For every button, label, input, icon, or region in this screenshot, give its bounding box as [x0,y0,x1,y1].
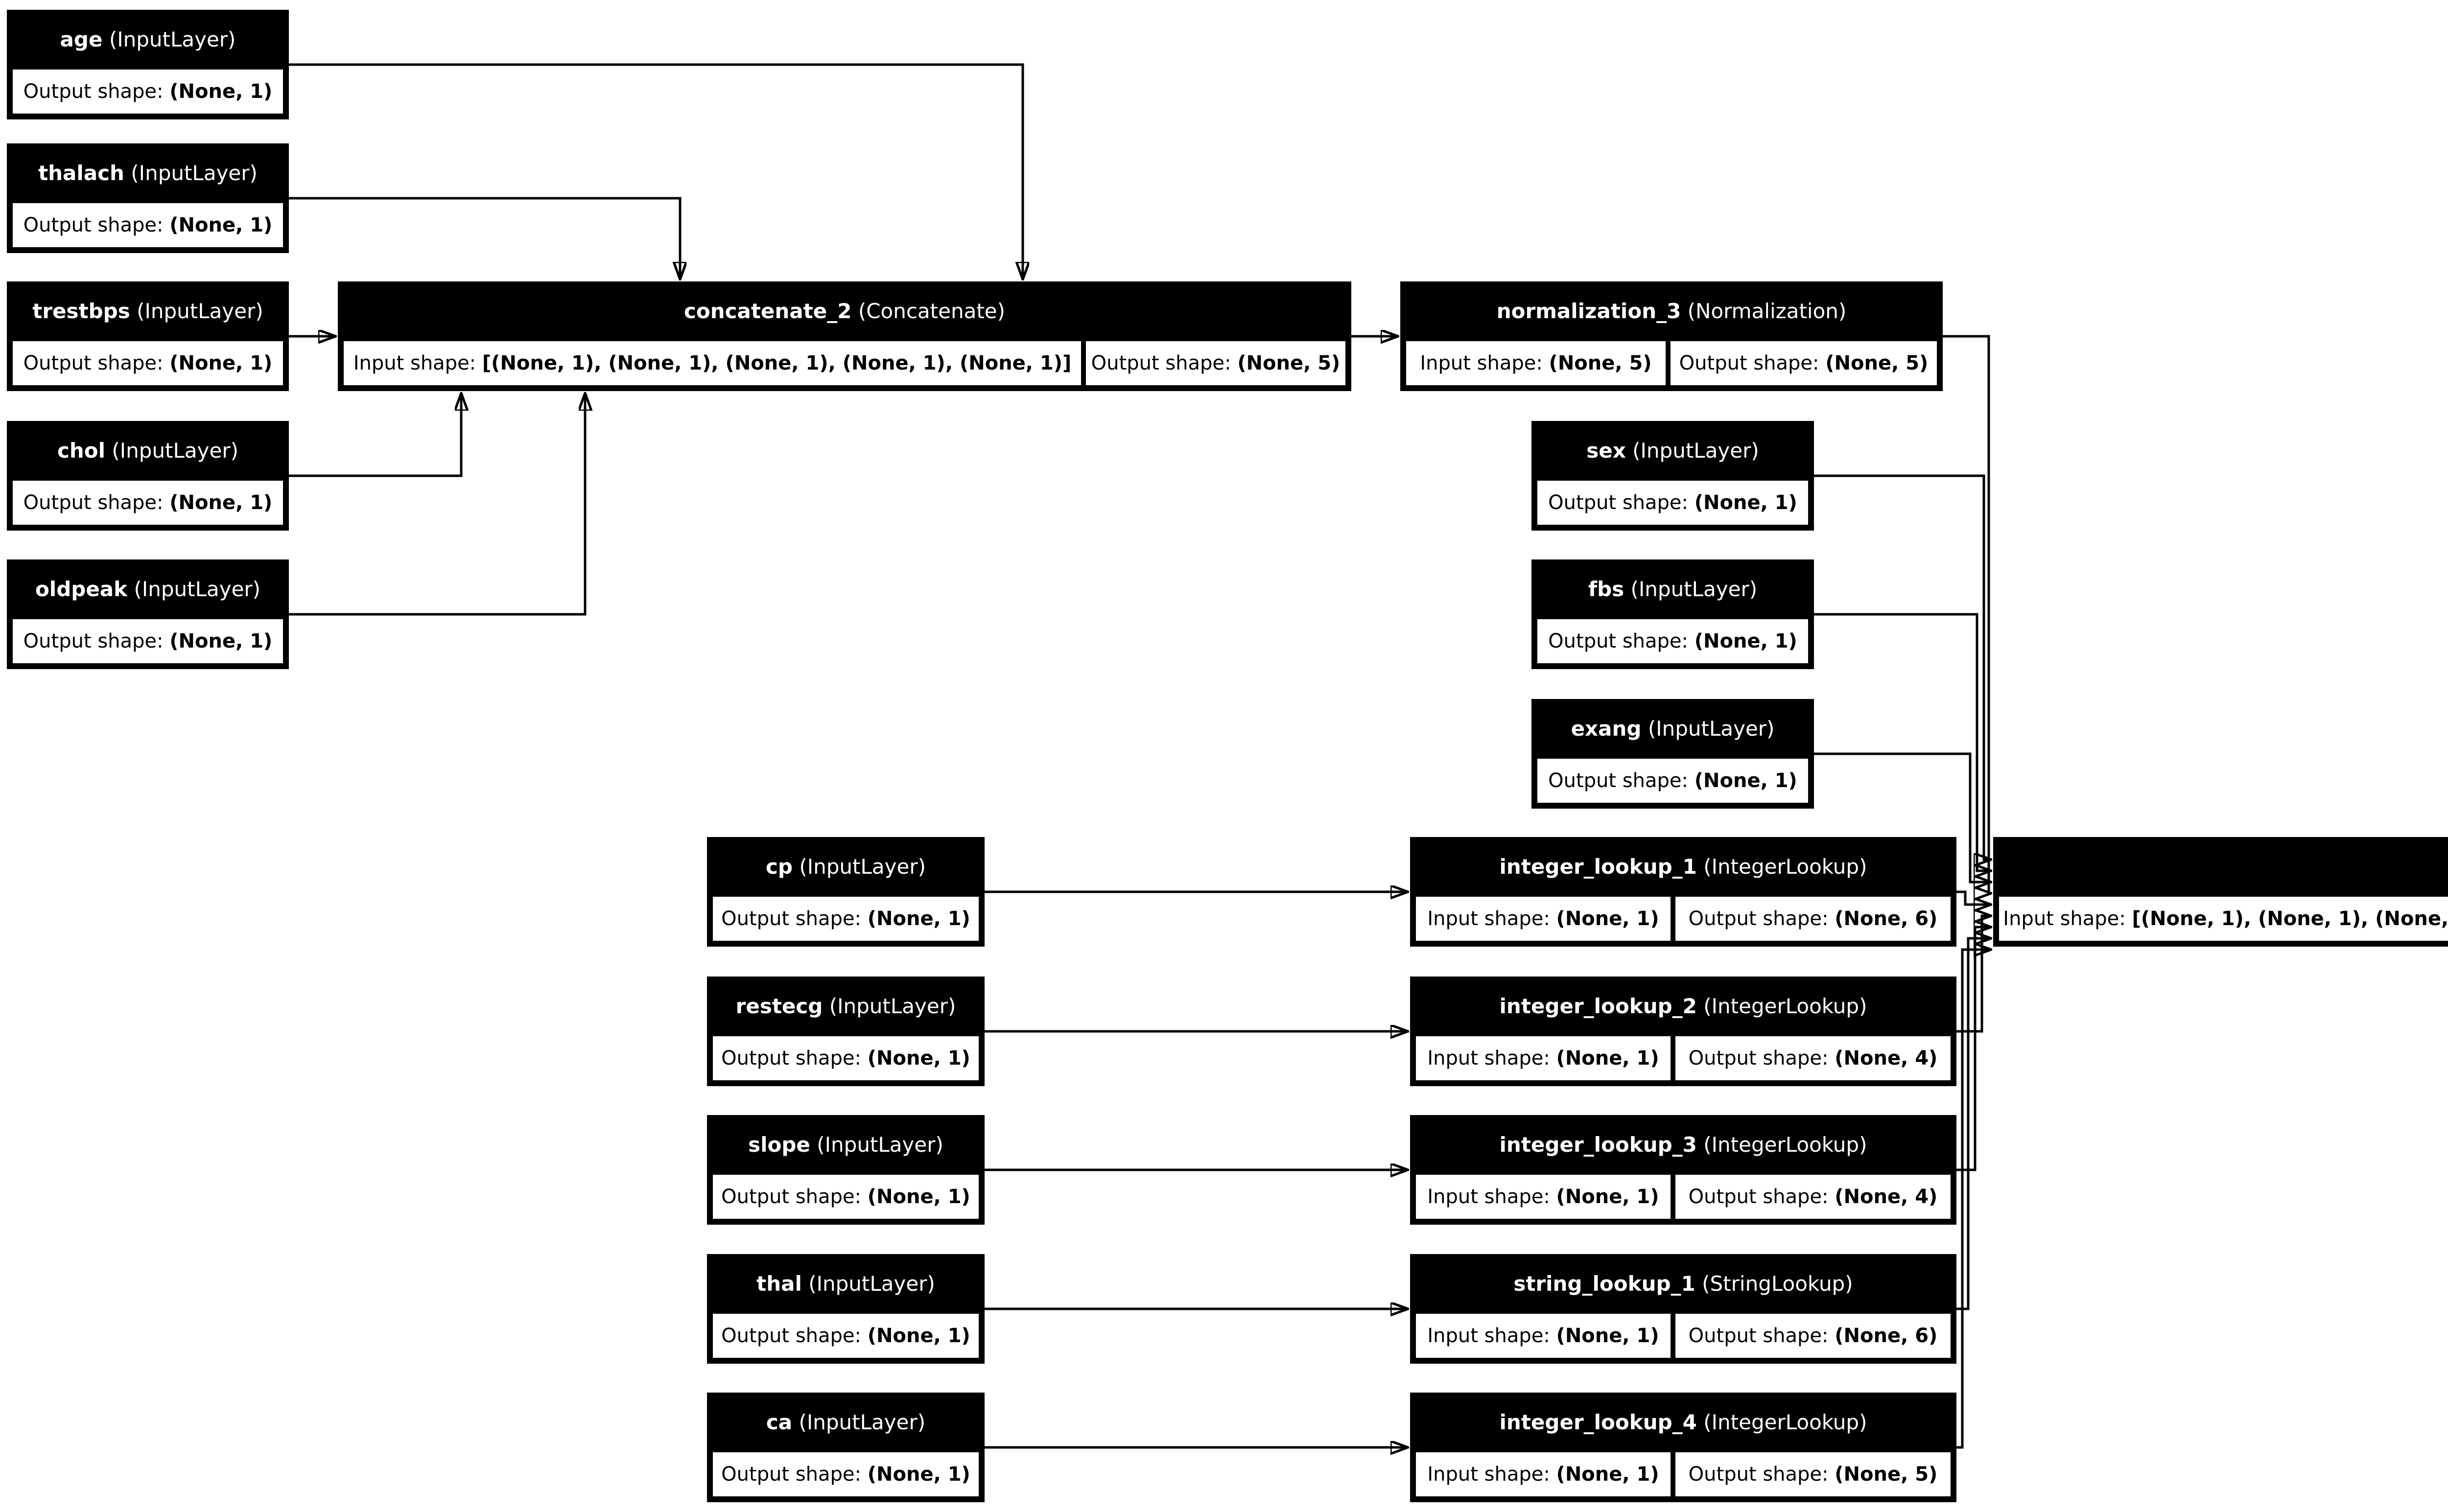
layer-chol-title: chol (InputLayer) [57,439,239,463]
layer-exang-title: exang (InputLayer) [1571,717,1775,741]
layer-thalach-output-shape: Output shape: (None, 1) [13,203,283,247]
layer-concatenate_2-title: concatenate_2 (Concatenate) [683,299,1006,323]
layer-integer_lookup_1-input-shape: Input shape: (None, 1) [1416,897,1671,941]
layer-string_lookup_1: string_lookup_1 (StringLookup) Input sha… [1410,1254,1956,1364]
layer-ca-output-shape: Output shape: (None, 1) [713,1452,979,1496]
edge-chol-to-concatenate_2 [289,393,461,477]
layer-integer_lookup_2-output-shape: Output shape: (None, 4) [1675,1036,1951,1080]
edge-integer_lookup_3-to-concatenate_3 [1956,927,1991,1171]
layer-thal-output-shape: Output shape: (None, 1) [713,1314,979,1358]
layer-integer_lookup_3-input-shape: Input shape: (None, 1) [1416,1175,1671,1219]
layer-integer_lookup_1-output-shape: Output shape: (None, 6) [1675,897,1951,941]
layer-integer_lookup_3-output-shape: Output shape: (None, 4) [1675,1175,1951,1219]
edge-normalization_3-to-concatenate_3 [1943,335,1991,893]
layer-normalization_3-title: normalization_3 (Normalization) [1496,299,1847,323]
edge-oldpeak-to-concatenate_2 [289,393,585,616]
layer-normalization_3: normalization_3 (Normalization) Input sh… [1400,281,1943,391]
layer-slope: slope (InputLayer) Output shape: (None, … [707,1115,985,1225]
layer-slope-title: slope (InputLayer) [748,1133,943,1157]
layer-string_lookup_1-output-shape: Output shape: (None, 6) [1675,1314,1951,1358]
edge-integer_lookup_1-to-concatenate_3 [1956,890,1991,905]
layer-normalization_3-output-shape: Output shape: (None, 5) [1671,341,1937,385]
layer-fbs: fbs (InputLayer) Output shape: (None, 1) [1531,559,1814,669]
layer-integer_lookup_4-input-shape: Input shape: (None, 1) [1416,1452,1671,1496]
layer-integer_lookup_3-title: integer_lookup_3 (IntegerLookup) [1499,1133,1867,1157]
layer-integer_lookup_1: integer_lookup_1 (IntegerLookup) Input s… [1410,837,1956,947]
layer-concatenate_2: concatenate_2 (Concatenate) Input shape:… [338,281,1351,391]
layer-integer_lookup_3: integer_lookup_3 (IntegerLookup) Input s… [1410,1115,1956,1225]
layer-thalach-title: thalach (InputLayer) [38,161,258,185]
layer-integer_lookup_4-title: integer_lookup_4 (IntegerLookup) [1499,1410,1867,1434]
layer-age: age (InputLayer) Output shape: (None, 1) [7,10,289,119]
layer-oldpeak: oldpeak (InputLayer) Output shape: (None… [7,559,289,669]
layer-integer_lookup_1-title: integer_lookup_1 (IntegerLookup) [1499,855,1867,879]
layer-oldpeak-title: oldpeak (InputLayer) [35,577,261,601]
layer-ca-title: ca (InputLayer) [766,1410,926,1434]
layer-fbs-output-shape: Output shape: (None, 1) [1537,619,1808,663]
layer-age-title: age (InputLayer) [60,27,236,51]
edge-fbs-to-concatenate_3 [1814,613,1991,871]
layer-thalach: thalach (InputLayer) Output shape: (None… [7,143,289,253]
layer-sex: sex (InputLayer) Output shape: (None, 1) [1531,421,1814,531]
layer-exang-output-shape: Output shape: (None, 1) [1537,759,1808,803]
layer-integer_lookup_4-output-shape: Output shape: (None, 5) [1675,1452,1951,1496]
layer-slope-output-shape: Output shape: (None, 1) [713,1175,979,1219]
layer-concatenate_3-input-shape: Input shape: [(None, 1), (None, 1), (Non… [1999,897,2448,941]
edge-age-to-concatenate_2 [289,63,1023,279]
layer-restecg: restecg (InputLayer) Output shape: (None… [707,977,985,1086]
layer-integer_lookup_2-title: integer_lookup_2 (IntegerLookup) [1499,994,1867,1018]
layer-concatenate_2-input-shape: Input shape: [(None, 1), (None, 1), (Non… [344,341,1081,385]
layer-ca: ca (InputLayer) Output shape: (None, 1) [707,1393,985,1502]
layer-chol: chol (InputLayer) Output shape: (None, 1… [7,421,289,531]
layer-concatenate_3-title: concatenate_3 (Concatenate) [1993,837,2448,897]
layer-integer_lookup_4: integer_lookup_4 (IntegerLookup) Input s… [1410,1393,1956,1502]
edge-sex-to-concatenate_3 [1814,474,1991,860]
layer-trestbps: trestbps (InputLayer) Output shape: (Non… [7,281,289,391]
layer-cp: cp (InputLayer) Output shape: (None, 1) [707,837,985,947]
layer-integer_lookup_2-input-shape: Input shape: (None, 1) [1416,1036,1671,1080]
layer-cp-output-shape: Output shape: (None, 1) [713,897,979,941]
layer-age-output-shape: Output shape: (None, 1) [13,70,283,114]
layer-chol-output-shape: Output shape: (None, 1) [13,481,283,525]
layer-concatenate_3: concatenate_3 (Concatenate) Input shape:… [1993,837,2448,947]
layer-string_lookup_1-title: string_lookup_1 (StringLookup) [1513,1272,1853,1296]
layer-thal: thal (InputLayer) Output shape: (None, 1… [707,1254,985,1364]
layer-exang: exang (InputLayer) Output shape: (None, … [1531,699,1814,809]
layer-string_lookup_1-input-shape: Input shape: (None, 1) [1416,1314,1671,1358]
layer-fbs-title: fbs (InputLayer) [1588,577,1758,601]
layer-sex-output-shape: Output shape: (None, 1) [1537,481,1808,525]
edge-thalach-to-concatenate_2 [289,197,680,279]
layer-restecg-title: restecg (InputLayer) [735,994,956,1018]
layer-oldpeak-output-shape: Output shape: (None, 1) [13,619,283,663]
layer-sex-title: sex (InputLayer) [1586,439,1759,463]
layer-trestbps-output-shape: Output shape: (None, 1) [13,341,283,385]
layer-thal-title: thal (InputLayer) [756,1272,935,1296]
edge-integer_lookup_4-to-concatenate_3 [1956,950,1991,1449]
layer-cp-title: cp (InputLayer) [766,855,926,879]
layer-concatenate_2-output-shape: Output shape: (None, 5) [1086,341,1345,385]
layer-normalization_3-input-shape: Input shape: (None, 5) [1406,341,1666,385]
layer-trestbps-title: trestbps (InputLayer) [32,299,263,323]
edge-exang-to-concatenate_3 [1814,752,1991,882]
layer-restecg-output-shape: Output shape: (None, 1) [713,1036,979,1080]
layer-integer_lookup_2: integer_lookup_2 (IntegerLookup) Input s… [1410,977,1956,1086]
